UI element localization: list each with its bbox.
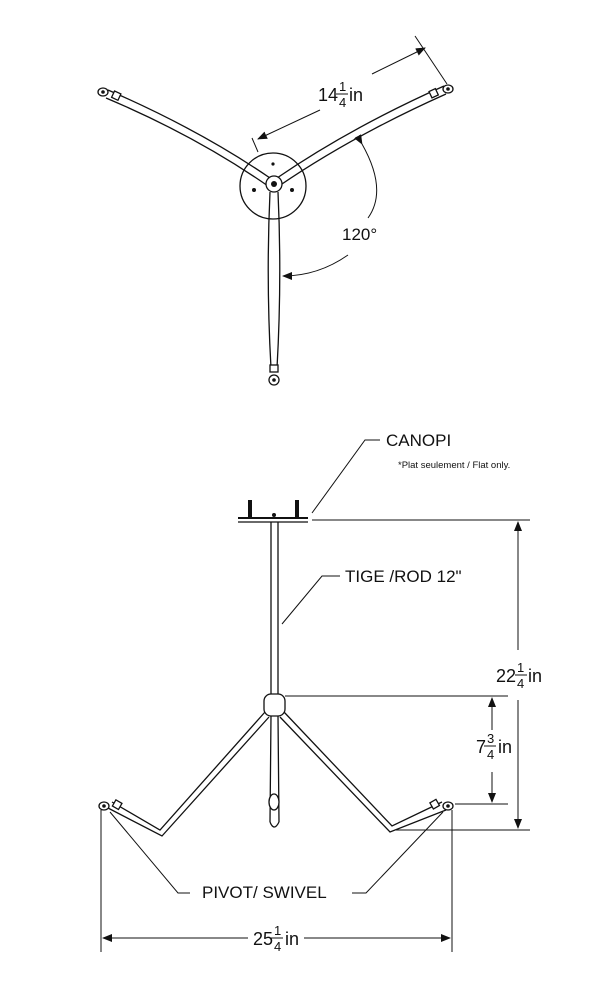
side-view: CANOPI *Plat seulement / Flat only. TIGE… [98, 431, 542, 954]
angle-dimension: 120° [282, 134, 377, 280]
arm-span-whole: 14 [318, 85, 338, 105]
mount-screw-left [252, 188, 256, 192]
swivel-end-right-top [428, 84, 454, 99]
drop-den: 4 [487, 747, 494, 762]
overall-width-dimension: 25 1 4 in [100, 810, 453, 954]
arm-down-top [267, 191, 281, 369]
overall-height-dimension: 22 1 4 in [312, 519, 542, 831]
width-den: 4 [274, 939, 281, 954]
angle-label: 120° [342, 225, 377, 244]
canopy-label: CANOPI [386, 431, 451, 450]
height-unit: in [528, 666, 542, 686]
arm-left-side [107, 711, 270, 837]
mount-screw-right [290, 188, 294, 192]
arm-right-side [279, 711, 447, 833]
rod-side [270, 522, 279, 694]
mount-screw-top [271, 162, 275, 166]
arm-span-num: 1 [339, 79, 346, 94]
drop-whole: 7 [476, 737, 486, 757]
arm-span-unit: in [349, 85, 363, 105]
width-unit: in [285, 929, 299, 949]
arm-span-dimension: 14 1 4 in [251, 35, 448, 153]
height-den: 4 [517, 676, 524, 691]
canopy-plate-top [239, 152, 307, 220]
height-num: 1 [517, 660, 524, 675]
swivel-end-down-top [268, 364, 280, 386]
pivot-callout: PIVOT/ SWIVEL [109, 811, 444, 902]
hub-drop-dimension: 7 3 4 in [285, 695, 512, 805]
swivel-end-left-top [97, 87, 122, 102]
height-whole: 22 [496, 666, 516, 686]
hub-side [263, 693, 286, 717]
width-num: 1 [274, 923, 281, 938]
swivel-left-side [98, 799, 123, 811]
width-whole: 25 [253, 929, 273, 949]
rod-label: TIGE /ROD 12" [345, 567, 462, 586]
canopy-side [238, 500, 308, 523]
drop-num: 3 [487, 731, 494, 746]
top-view: 14 1 4 in 120° [97, 35, 454, 386]
pivot-label: PIVOT/ SWIVEL [202, 883, 327, 902]
canopy-note: *Plat seulement / Flat only. [398, 460, 510, 471]
drop-unit: in [498, 737, 512, 757]
arm-span-den: 4 [339, 95, 346, 110]
arm-left-top [105, 89, 271, 187]
swivel-right-side [429, 798, 454, 811]
